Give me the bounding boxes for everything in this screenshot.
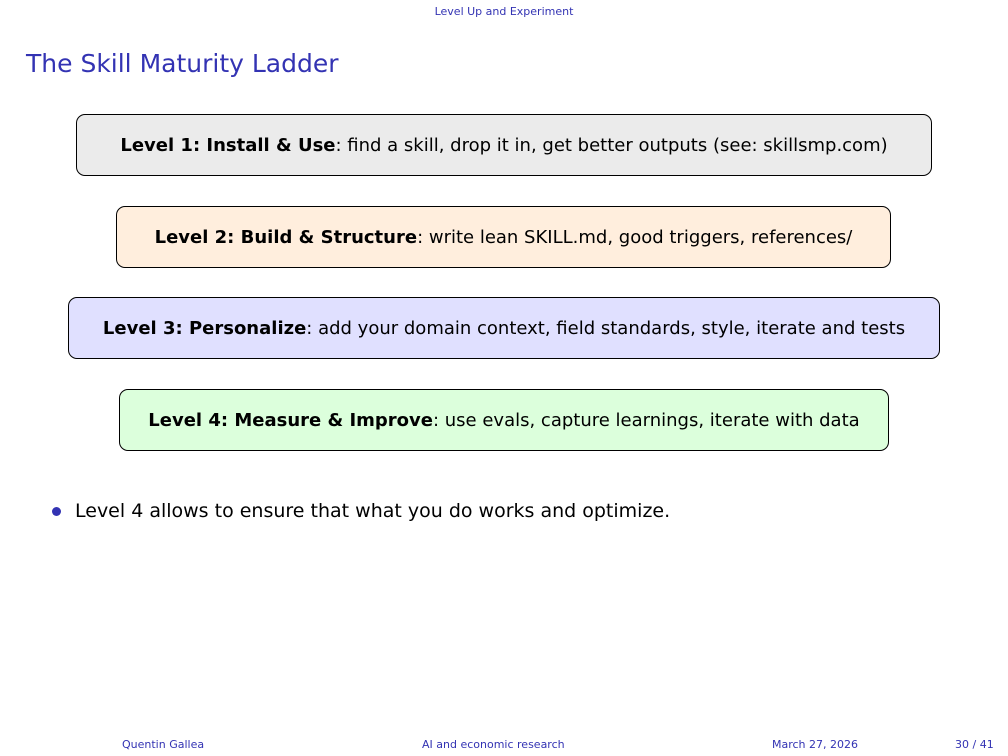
footer-page-number: 30 / 41 xyxy=(955,738,994,751)
level-2-box: Level 2: Build & Structure: write lean S… xyxy=(116,206,891,268)
level-text: : use evals, capture learnings, iterate … xyxy=(432,409,860,431)
footer-author: Quentin Gallea xyxy=(122,738,205,751)
level-label: Level 2: Build & Structure xyxy=(154,226,418,248)
bullet-item: Level 4 allows to ensure that what you d… xyxy=(52,500,670,522)
bullet-text: Level 4 allows to ensure that what you d… xyxy=(75,500,671,522)
level-4-box: Level 4: Measure & Improve: use evals, c… xyxy=(119,389,889,451)
footer-talk: AI and economic research xyxy=(422,738,565,751)
slide-title: The Skill Maturity Ladder xyxy=(26,49,339,78)
level-text: : write lean SKILL.md, good triggers, re… xyxy=(417,226,853,248)
level-3-box: Level 3: Personalize: add your domain co… xyxy=(68,297,940,359)
level-label: Level 4: Measure & Improve xyxy=(148,409,433,431)
footer-date: March 27, 2026 xyxy=(772,738,859,751)
level-text: : find a skill, drop it in, get better o… xyxy=(335,134,888,156)
bullet-dot-icon xyxy=(52,506,61,516)
level-text: : add your domain context, field standar… xyxy=(306,317,906,339)
level-label: Level 1: Install & Use xyxy=(120,134,336,156)
level-1-box: Level 1: Install & Use: find a skill, dr… xyxy=(76,114,932,176)
level-label: Level 3: Personalize xyxy=(102,317,307,339)
section-header: Level Up and Experiment xyxy=(434,5,574,18)
